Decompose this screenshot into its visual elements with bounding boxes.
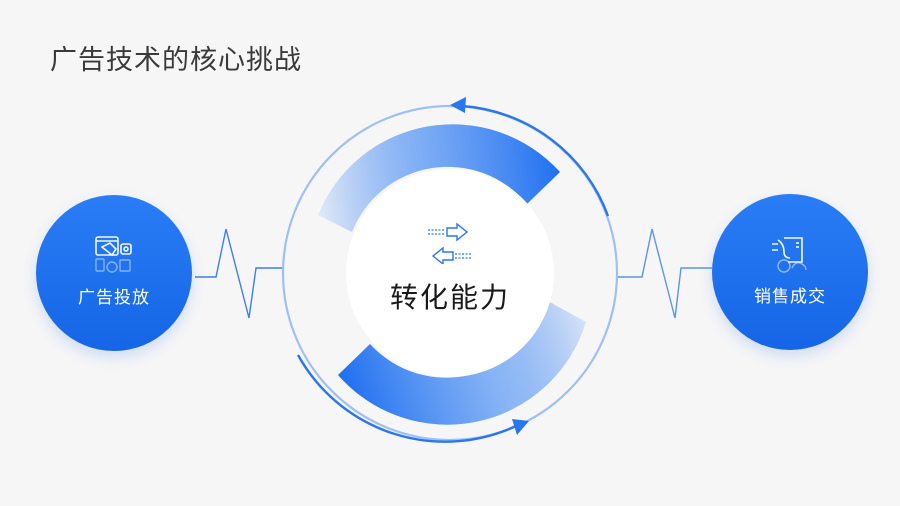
center-circle (346, 169, 554, 377)
cycle-arrow-top (461, 104, 610, 217)
arrowhead-top-icon (450, 97, 466, 113)
node-label: 销售成交 (754, 287, 826, 307)
arrowhead-bottom-icon (512, 419, 529, 435)
top-gradient-arc (318, 124, 560, 232)
center-label: 转化能力 (389, 281, 510, 314)
left-connector-line (195, 228, 283, 319)
sales-deal-icon (772, 237, 807, 273)
node-label: 广告投放 (78, 288, 150, 308)
node-sales-deal: 销售成交 (712, 194, 868, 350)
bottom-gradient-arc (338, 300, 586, 425)
outer-ring (281, 104, 619, 442)
page-title: 广告技术的核心挑战 (50, 45, 302, 76)
cycle-arrow-bottom (296, 354, 519, 443)
node-ad-placement: 广告投放 (36, 195, 192, 351)
exchange-arrows-icon (428, 222, 472, 264)
right-connector-line (617, 228, 712, 319)
ad-placement-icon (95, 236, 132, 273)
